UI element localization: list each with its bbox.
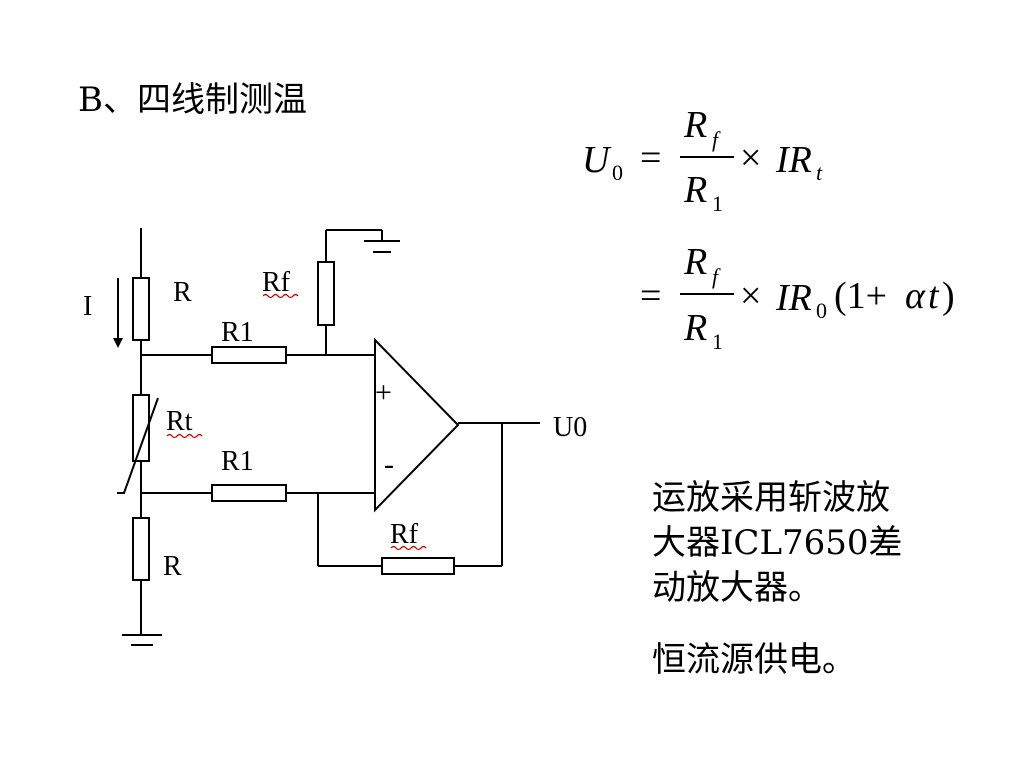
eq2-alpha: α — [905, 275, 926, 317]
current-arrow-icon — [113, 338, 123, 348]
eq2-den-sub: 1 — [712, 329, 723, 354]
eq1-tail-sub: t — [816, 160, 823, 185]
eq1-lhs: U — [582, 139, 612, 181]
label-r1-top: R1 — [221, 317, 254, 348]
eq2-den: R — [683, 307, 707, 349]
eq2-equals: = — [640, 275, 661, 317]
opamp-note: 运放采用斩波放 大器ICL7650差 动放大器。 — [652, 476, 952, 611]
eq1-tail: IR — [775, 139, 812, 181]
eq1-num-sub: f — [712, 127, 721, 152]
eq1-den: R — [683, 169, 707, 211]
eq2-num: R — [683, 241, 707, 283]
eq2-close: ) — [942, 275, 955, 317]
resistor-r-bottom — [132, 517, 150, 581]
power-note: 恒流源供电。 — [652, 640, 856, 680]
equation-block: U 0 = R f R 1 × IR t = R f R 1 × IR 0 (1… — [582, 104, 955, 354]
note-line-2: 大器ICL7650差 — [652, 523, 903, 563]
eq2-tail: IR — [775, 277, 812, 319]
label-current: I — [83, 291, 92, 322]
label-rt: Rt — [166, 406, 193, 437]
op-amp — [374, 337, 460, 513]
eq2-t: t — [928, 275, 940, 317]
label-rf-bottom: Rf — [390, 519, 419, 550]
resistor-r1-bottom — [211, 484, 287, 502]
eq1-den-sub: 1 — [712, 191, 723, 216]
eq2-tail-sub: 0 — [816, 298, 827, 323]
eq1-times: × — [740, 137, 761, 179]
note-line-1: 运放采用斩波放 — [652, 478, 890, 518]
slide-heading: B、四线制测温 — [78, 80, 307, 120]
spellcheck-underline-rf-top — [262, 293, 299, 299]
label-output: U0 — [553, 412, 587, 443]
spellcheck-underline-rt — [166, 433, 203, 439]
eq2-times: × — [740, 275, 761, 317]
label-r-bottom: R — [163, 551, 182, 582]
eq2-paren: (1+ — [834, 275, 887, 317]
eq2-num-sub: f — [712, 264, 721, 289]
label-rf-top: Rf — [262, 267, 291, 298]
label-minus: - — [384, 448, 394, 481]
eq1-lhs-sub: 0 — [612, 160, 623, 185]
eq1-equals: = — [640, 137, 661, 179]
label-r-top: R — [173, 277, 192, 308]
eq1-num: R — [683, 104, 707, 146]
label-plus: + — [375, 376, 392, 409]
label-r1-bottom: R1 — [221, 446, 254, 477]
resistor-rf-bottom — [381, 557, 455, 575]
spellcheck-underline-rf-bottom — [390, 545, 427, 551]
circuit-diagram: I R Rf R1 Rt R1 + - U0 Rf R — [83, 228, 587, 646]
note-line-3: 动放大器。 — [652, 568, 822, 608]
